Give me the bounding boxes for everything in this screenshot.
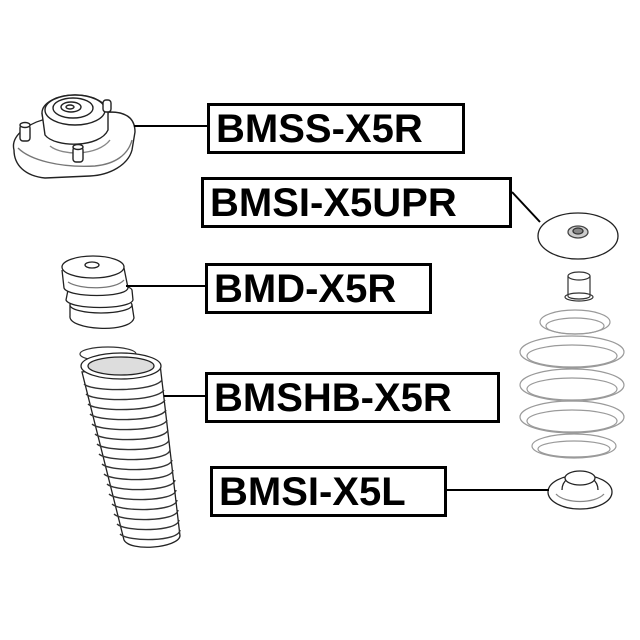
part-label-shock-boot[interactable]: BMSHB-X5R (205, 372, 500, 423)
coil-spring-drawing (519, 309, 625, 459)
spacer-drawing (564, 271, 594, 302)
part-number-text: BMSI-X5UPR (210, 180, 457, 225)
strut-mount-drawing (12, 94, 136, 179)
part-label-bump-stop[interactable]: BMD-X5R (205, 263, 432, 314)
lower-insulator-drawing (547, 470, 613, 510)
part-number-text: BMSI-X5L (219, 469, 406, 514)
upper-insulator-drawing (537, 212, 619, 260)
part-label-upper-insulator[interactable]: BMSI-X5UPR (201, 177, 512, 228)
part-number-text: BMSHB-X5R (214, 375, 452, 420)
part-label-strut-mount[interactable]: BMSS-X5R (207, 103, 465, 154)
bump-stop-drawing (61, 255, 135, 329)
shock-boot-drawing (80, 352, 181, 548)
leader-line-upper-insulator (511, 191, 541, 223)
part-number-text: BMSS-X5R (216, 106, 423, 151)
part-number-text: BMD-X5R (214, 266, 397, 311)
part-label-lower-insulator[interactable]: BMSI-X5L (210, 466, 447, 517)
